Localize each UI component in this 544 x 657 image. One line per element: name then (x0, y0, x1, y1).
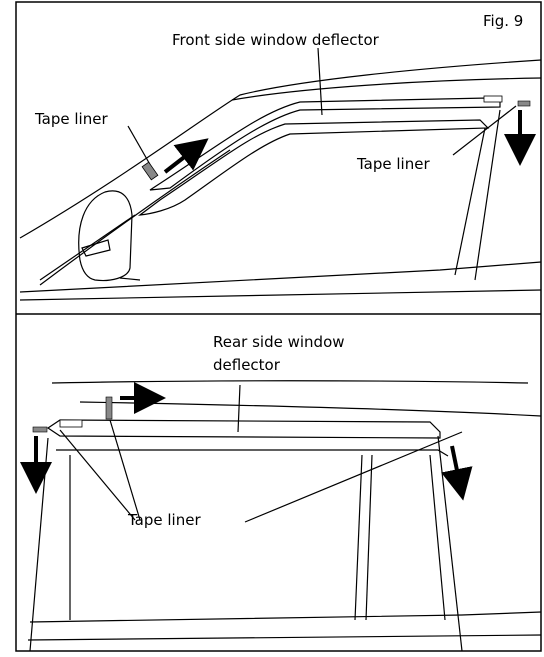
tape-liner-label-right: Tape liner (357, 155, 430, 173)
tape-liner-end-box (483, 95, 503, 103)
mirror-base (119, 277, 141, 281)
bottom-panel-drawing (27, 380, 542, 652)
lower-belt-line (19, 289, 542, 301)
window-front-edge (39, 214, 136, 281)
roof-inner-line (231, 77, 542, 101)
leader-front-deflector (317, 47, 323, 116)
tape-liner-rear-top (105, 396, 113, 420)
rear-roof-mid (79, 401, 542, 417)
a-pillar-line (39, 149, 231, 286)
tape-liner-right (517, 100, 531, 107)
leader-rear-deflector (237, 384, 241, 433)
front-deflector-label: Front side window deflector (172, 31, 379, 49)
tape-liner-label-left: Tape liner (35, 110, 108, 128)
leader-tape-br (244, 431, 463, 523)
rear-window-rear (429, 454, 446, 621)
rear-deflector (46, 419, 441, 439)
leader-tape-right (452, 105, 517, 156)
belt-line (19, 261, 542, 293)
arrow-pull-down-rear-right (441, 445, 473, 501)
outer-frame (15, 1, 542, 652)
figure-number: Fig. 9 (483, 12, 524, 30)
top-panel-drawing (19, 47, 542, 301)
b-pillar-rear (474, 109, 501, 281)
rear-pillar-b (365, 454, 373, 621)
rear-pillar-a (354, 454, 363, 621)
roof-outer-line (19, 59, 542, 239)
tape-liner-left (141, 161, 159, 181)
leader-tape-bl-1 (59, 429, 136, 521)
rear-deflector-label-line2: deflector (213, 356, 280, 374)
b-pillar-front (454, 127, 486, 276)
rear-belt-line (29, 611, 542, 623)
front-deflector (149, 97, 501, 191)
tape-liner-label-bottom: Tape liner (128, 511, 201, 529)
rear-roof-top (51, 380, 529, 384)
rear-lower-belt-line (27, 634, 542, 641)
tape-liner-rear-left (32, 426, 48, 433)
rear-deflector-label-line1: Rear side window (213, 333, 345, 351)
side-mirror (78, 190, 133, 282)
tape-liner-rear-box (59, 419, 83, 428)
leader-tape-bl-2 (109, 419, 141, 521)
leader-tape-left (127, 125, 153, 169)
arrow-pull-left (163, 138, 209, 174)
mirror-glass (81, 239, 111, 257)
front-deflector-lower (137, 119, 490, 216)
rear-deflector-lower (56, 449, 449, 457)
rear-door-front-edge (29, 437, 49, 652)
